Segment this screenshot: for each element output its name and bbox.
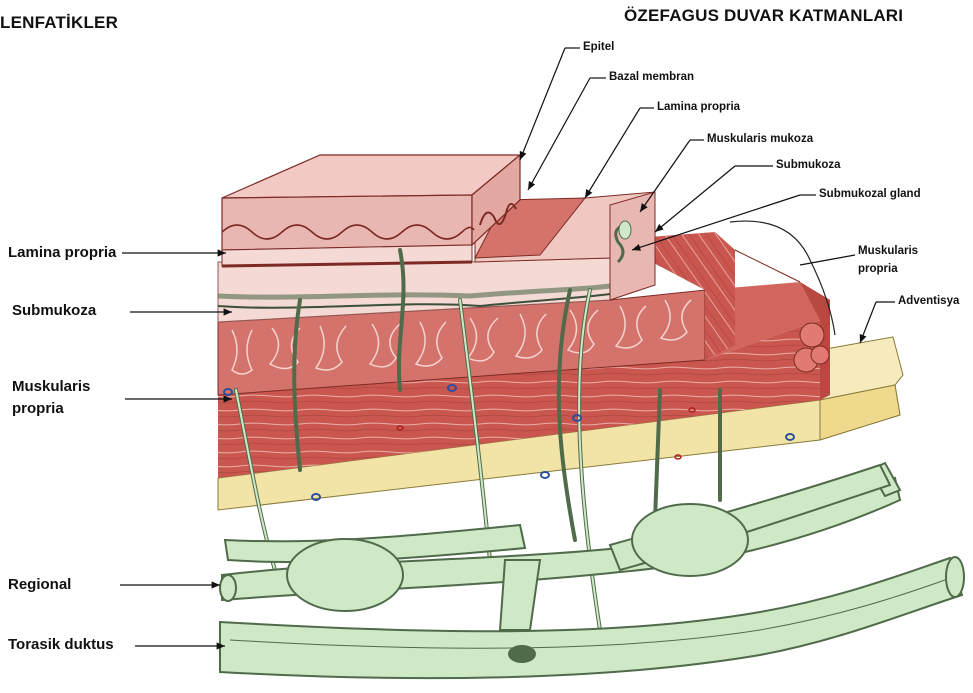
label-regional: Regional: [8, 576, 71, 593]
label-submukozal-gland: Submukozal gland: [819, 188, 921, 200]
label-muskularis-left-2: propria: [12, 400, 64, 417]
label-lamina-propria-left: Lamina propria: [8, 244, 116, 261]
label-muskularis-mukoza: Muskularis mukoza: [707, 133, 813, 145]
label-torasik-duktus: Torasik duktus: [8, 636, 114, 653]
label-adventisya: Adventisya: [898, 295, 959, 307]
label-muskularis-right-1: Muskularis: [858, 245, 918, 257]
label-lamina-propria-right: Lamina propria: [657, 101, 740, 113]
label-bazal-membran: Bazal membran: [609, 71, 694, 83]
right-title: ÖZEFAGUS DUVAR KATMANLARI: [624, 6, 903, 26]
left-title: LENFATİKLER: [0, 13, 118, 33]
label-submukoza-right: Submukoza: [776, 159, 841, 171]
left-pointers: [120, 253, 232, 646]
label-muskularis-right-2: propria: [858, 263, 898, 275]
label-submukoza-left: Submukoza: [12, 302, 96, 319]
label-epitel: Epitel: [583, 41, 614, 53]
label-muskularis-left-1: Muskularis: [12, 378, 90, 395]
